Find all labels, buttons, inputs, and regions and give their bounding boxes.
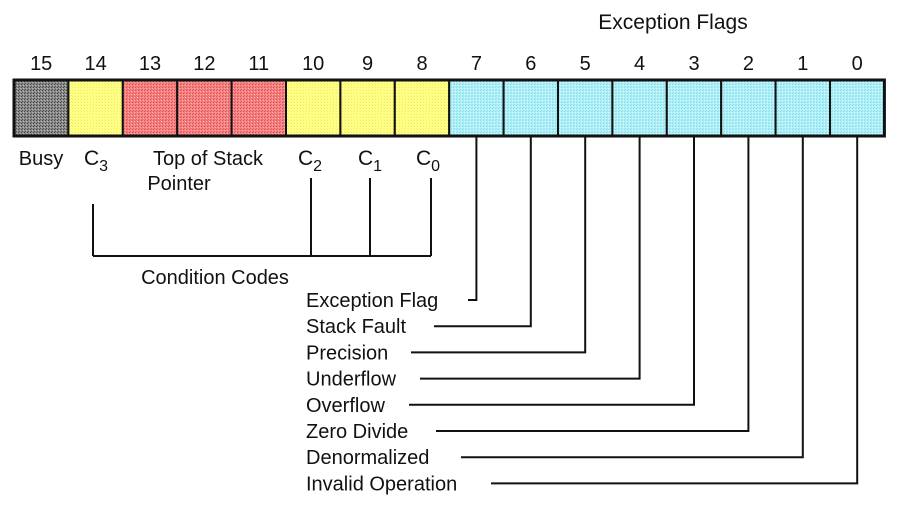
leader-line-bit-5 [411,136,587,354]
c2-base: C [298,147,313,170]
exception-label-invalid-operation: Invalid Operation [306,473,457,495]
bit-cell-14 [67,79,124,137]
bit-cell-0 [829,79,886,137]
leader-line-bit-3 [409,136,695,406]
bit-cell-8 [393,79,451,137]
bit-cell-4 [611,79,668,137]
c2-subscript: 2 [313,158,322,175]
bit-cell-5 [557,79,614,137]
bit-number-7: 7 [471,53,482,75]
c0-subscript: 0 [431,158,440,175]
top-of-stack-label-line1: Top of Stack [153,148,264,170]
leader-line-bit-4 [420,136,641,380]
c3-base: C [84,147,99,170]
bit-cell-9 [339,79,396,137]
busy-label: Busy [19,148,63,170]
bit-cells [12,78,886,138]
bit-cell-3 [665,79,723,137]
exception-label-overflow: Overflow [306,395,385,417]
c3-label: C3 [84,147,108,175]
bit-cell-10 [285,79,342,137]
c0-base: C [416,147,431,170]
leader-line-bit-6 [434,136,532,328]
exception-flags-title: Exception Flags [598,11,747,34]
c1-base: C [358,147,373,170]
exception-label-stack-fault: Stack Fault [306,316,406,338]
bit-cell-12 [176,79,233,137]
bit-number-8: 8 [416,53,427,75]
field-labels: Busy C3 Top of Stack Pointer C2 C1 C0 [19,147,440,195]
bit-number-13: 13 [139,53,161,75]
bit-cell-1 [774,79,831,137]
leader-line-bit-0 [491,136,859,485]
exception-label-exception-flag: Exception Flag [306,290,438,312]
bit-cell-6 [502,79,560,137]
bit-cell-11 [230,79,288,137]
exception-label-denormalized: Denormalized [306,447,429,469]
leader-line-bit-1 [461,136,804,459]
bit-number-12: 12 [193,53,215,75]
bit-number-6: 6 [525,53,536,75]
condition-codes-bracket [92,178,432,257]
exception-leaders [409,136,859,485]
bit-number-11: 11 [248,53,269,75]
bit-number-2: 2 [743,53,754,75]
bit-number-5: 5 [580,53,591,75]
register-border [12,78,886,138]
bit-number-14: 14 [84,53,106,75]
leader-line-bit-7 [468,136,478,301]
bit-number-1: 1 [797,53,808,75]
bit-number-0: 0 [852,53,863,75]
top-of-stack-label-line2: Pointer [147,173,211,195]
c1-subscript: 1 [373,158,382,175]
c3-subscript: 3 [99,158,108,175]
bit-cell-2 [720,79,777,137]
bit-number-9: 9 [362,53,373,75]
bit-cell-13 [121,79,179,137]
bit-number-4: 4 [634,53,645,75]
leader-line-bit-2 [436,136,750,432]
c0-label: C0 [416,147,440,175]
bit-number-15: 15 [30,53,52,75]
c1-label: C1 [358,147,382,175]
exception-label-precision: Precision [306,342,388,364]
bit-cell-7 [448,79,505,137]
exception-label-underflow: Underflow [306,369,397,391]
exception-label-zero-divide: Zero Divide [306,421,408,443]
bit-cell-15 [13,79,70,137]
bit-number-10: 10 [302,53,324,75]
c2-label: C2 [298,147,322,175]
condition-codes-label: Condition Codes [141,267,289,289]
bit-number-3: 3 [688,53,699,75]
